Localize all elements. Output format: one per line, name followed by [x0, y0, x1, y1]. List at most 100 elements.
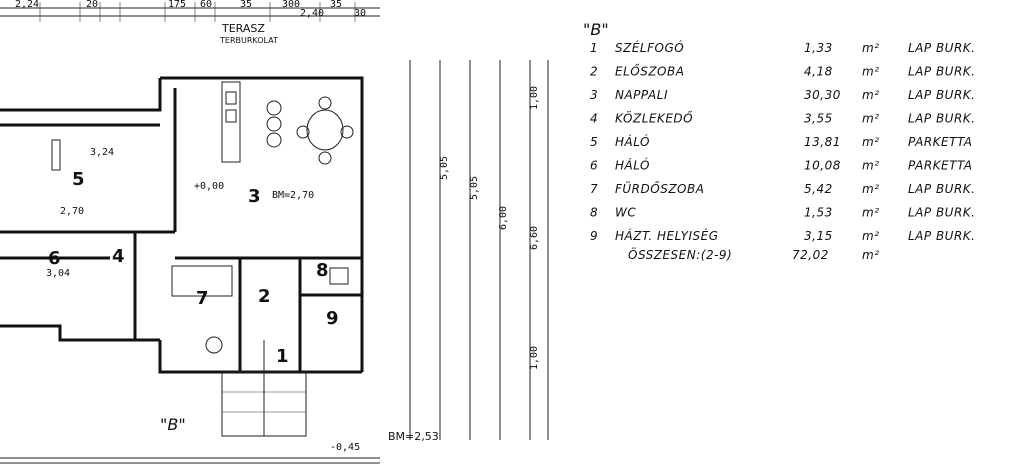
legend-row-floor: LAP BURK. [908, 65, 975, 79]
room-dimension-notes: BM=2,70 3,24 2,70 3,04 +0,00 -0,45 [46, 147, 360, 453]
top-dim-0: 2,24 [15, 0, 39, 10]
top-dim-1: 20 [86, 0, 98, 10]
right-dim-1: 5,05 [469, 176, 480, 200]
room-number-5: 5 [72, 169, 85, 190]
right-dim-5: 1,00 [529, 346, 540, 370]
top-dim-3: 60 [200, 0, 212, 10]
room-number-1: 1 [276, 346, 289, 367]
walls [0, 76, 364, 374]
right-dimension-texts: 5,05 5,05 6,00 6,60 1,00 1,00 [439, 86, 540, 370]
legend-row: 7 FÜRDŐSZOBA 5,42 m² LAP BURK. [590, 180, 975, 196]
top-dim-6: 35 [330, 0, 342, 10]
room-legend: "B" [583, 20, 609, 39]
entrance-steps [221, 340, 307, 437]
legend-row-floor: LAP BURK. [908, 112, 975, 126]
legend-row-unit: m² [862, 88, 880, 102]
legend-row-name: FÜRDŐSZOBA [615, 180, 704, 196]
room-number-2: 2 [258, 286, 271, 307]
level-mark-minus: -0,45 [330, 442, 360, 453]
right-dim-3: 6,60 [529, 226, 540, 250]
legend-row-unit: m² [862, 206, 880, 220]
legend-row-unit: m² [862, 159, 880, 173]
top-dim-5: 300 [282, 0, 300, 10]
legend-row-floor: LAP BURK. [908, 182, 975, 196]
right-dimension-lines [409, 60, 549, 440]
legend-row: 5 HÁLÓ 13,81 m² PARKETTA [590, 134, 972, 149]
room-number-7: 7 [196, 288, 209, 309]
room-6-dim: 3,04 [46, 268, 70, 279]
legend-row-area: 3,15 [804, 229, 833, 243]
legend-row-area: 30,30 [804, 88, 841, 102]
top-dimension-lines [0, 2, 380, 22]
legend-row-unit: m² [862, 135, 880, 149]
legend-row: 8 WC 1,53 m² LAP BURK. [590, 206, 975, 220]
legend-total-unit: m² [862, 248, 880, 262]
top-dimension-texts: 2,24 20 175 60 35 300 35 2,40 30 [15, 0, 366, 19]
legend-row-unit: m² [862, 182, 880, 196]
legend-row-area: 13,81 [804, 135, 841, 149]
legend-total-label: ÖSSZESEN:(2-9) [628, 246, 732, 262]
top-dim-7: 2,40 [300, 8, 324, 19]
legend-row-number: 1 [590, 41, 598, 55]
legend-row-number: 9 [590, 229, 598, 243]
legend-row-number: 7 [590, 182, 598, 196]
legend-row-name: WC [615, 206, 636, 220]
legend-row-name: KÖZLEKEDŐ [615, 110, 693, 126]
room-number-8: 8 [316, 260, 329, 281]
right-dim-2: 6,00 [498, 206, 509, 230]
top-dim-4: 35 [240, 0, 252, 10]
legend-row-number: 8 [590, 206, 598, 220]
legend-row-floor: LAP BURK. [908, 88, 975, 102]
legend-row-area: 1,53 [804, 206, 833, 220]
room-number-4: 4 [112, 246, 125, 267]
room-number-9: 9 [326, 308, 339, 329]
legend-heading: "B" [583, 20, 609, 39]
legend-row: 9 HÁZT. HELYISÉG 3,15 m² LAP BURK. [590, 228, 975, 243]
legend-row-floor: LAP BURK. [908, 41, 975, 55]
legend-row-unit: m² [862, 41, 880, 55]
legend-row-floor: LAP BURK. [908, 229, 975, 243]
legend-row-number: 5 [590, 135, 598, 149]
legend-row-number: 4 [590, 112, 598, 126]
legend-row-area: 10,08 [804, 159, 841, 173]
legend-total: ÖSSZESEN:(2-9) 72,02 m² [628, 246, 880, 262]
legend-row-area: 3,55 [804, 112, 833, 126]
room-3-ceiling-height: BM=2,70 [272, 190, 314, 201]
room-number-3: 3 [248, 186, 261, 207]
bottom-note: BM=2,53 [388, 430, 439, 443]
legend-row-unit: m² [862, 65, 880, 79]
legend-row-area: 4,18 [804, 65, 833, 79]
room-number-6: 6 [48, 248, 61, 269]
legend-row-area: 5,42 [804, 182, 833, 196]
top-dim-8: 30 [354, 8, 366, 19]
room-5-dim-a: 3,24 [90, 147, 114, 158]
legend-row-number: 2 [590, 65, 598, 79]
right-dim-4: 1,00 [529, 86, 540, 110]
legend-row-floor: PARKETTA [908, 135, 972, 149]
legend-row-floor: PARKETTA [908, 159, 972, 173]
unit-mark: "B" [160, 415, 186, 434]
room-numbers: 1 2 3 4 5 6 7 8 9 [48, 169, 339, 367]
top-dim-2: 175 [168, 0, 186, 10]
right-dim-0: 5,05 [439, 156, 450, 180]
terrace-sub-label: TERBURKOLAT [219, 36, 278, 45]
legend-row-name: HÁLÓ [615, 158, 650, 173]
legend-row: 1 SZÉLFOGÓ 1,33 m² LAP BURK. [590, 40, 975, 55]
legend-total-value: 72,02 [792, 248, 829, 262]
room-5-dim-b: 2,70 [60, 206, 84, 217]
legend-row-unit: m² [862, 229, 880, 243]
furniture [51, 81, 354, 354]
legend-row-name: SZÉLFOGÓ [615, 40, 684, 55]
legend-row-area: 1,33 [804, 41, 833, 55]
legend-row-floor: LAP BURK. [908, 206, 975, 220]
legend-row-unit: m² [862, 112, 880, 126]
legend-row-name: HÁZT. HELYISÉG [615, 228, 719, 243]
legend-row-name: HÁLÓ [615, 134, 650, 149]
legend-row-name: NAPPALI [615, 88, 668, 102]
level-mark-zero: +0,00 [194, 181, 224, 192]
